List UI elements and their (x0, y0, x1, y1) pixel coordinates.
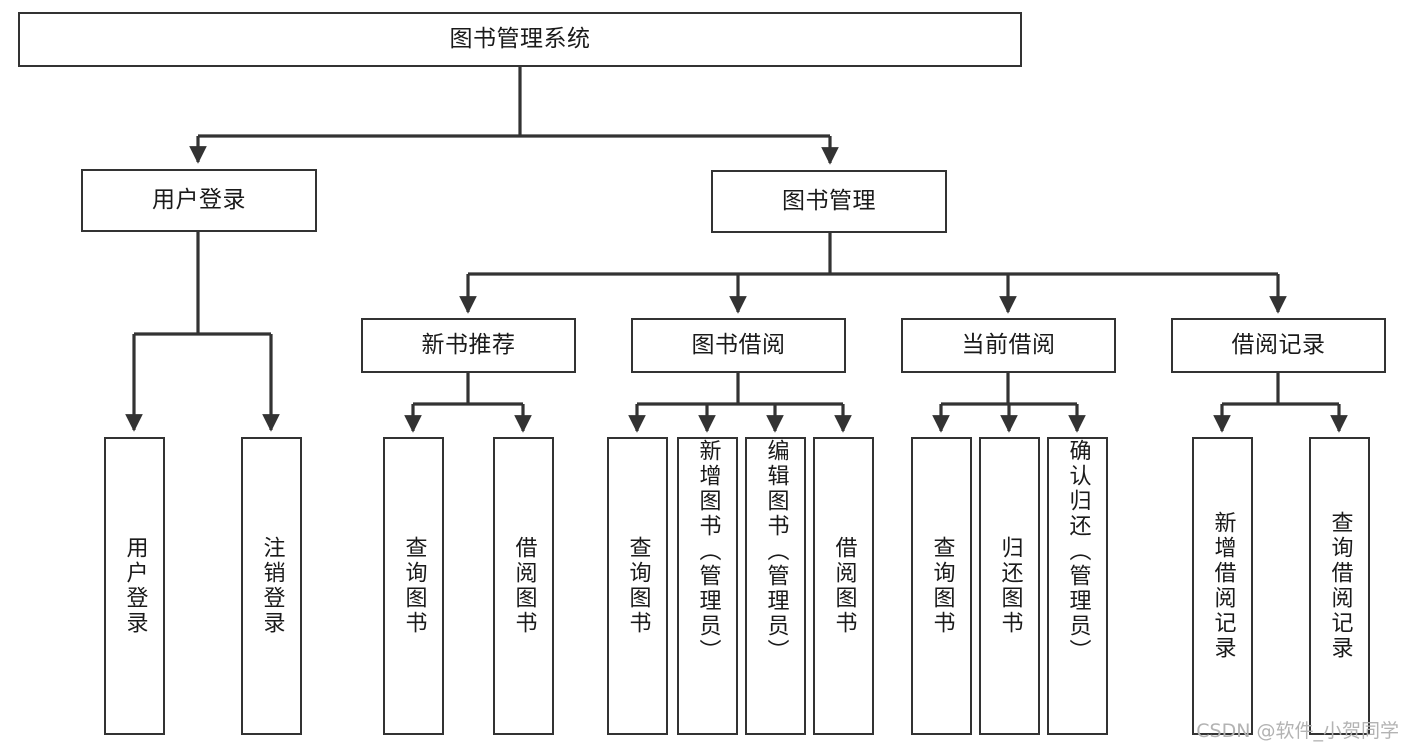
leaf-add-book-label: 新增图书（管理员） (695, 439, 721, 664)
leaf-user-login-label: 用户登录 (122, 536, 148, 636)
node-new-book-recommend[interactable]: 新书推荐 (361, 318, 576, 373)
leaf-add-record-label: 新增借阅记录 (1210, 511, 1236, 661)
leaf-query-book-1[interactable]: 查询图书 (383, 437, 444, 735)
leaf-confirm-return-label: 确认归还（管理员） (1065, 439, 1091, 664)
leaf-edit-book-label: 编辑图书（管理员） (763, 439, 789, 664)
leaf-query-book-3[interactable]: 查询图书 (911, 437, 972, 735)
leaf-confirm-return[interactable]: 确认归还（管理员） (1047, 437, 1108, 735)
node-book-borrow-label: 图书借阅 (691, 331, 786, 358)
node-book-management-label: 图书管理 (782, 187, 876, 214)
node-book-management[interactable]: 图书管理 (711, 170, 947, 233)
leaf-query-book-2-label: 查询图书 (625, 536, 651, 636)
leaf-query-record-label: 查询借阅记录 (1327, 511, 1353, 661)
leaf-borrow-book-2-label: 借阅图书 (831, 536, 857, 636)
leaf-logout-label: 注销登录 (259, 536, 285, 636)
leaf-borrow-book-2[interactable]: 借阅图书 (813, 437, 874, 735)
leaf-add-book[interactable]: 新增图书（管理员） (677, 437, 738, 735)
node-user-login[interactable]: 用户登录 (81, 169, 317, 232)
leaf-borrow-book-1[interactable]: 借阅图书 (493, 437, 554, 735)
leaf-borrow-book-1-label: 借阅图书 (511, 536, 537, 636)
node-current-borrow-label: 当前借阅 (961, 331, 1056, 358)
leaf-add-record[interactable]: 新增借阅记录 (1192, 437, 1253, 735)
leaf-query-book-2[interactable]: 查询图书 (607, 437, 668, 735)
leaf-edit-book[interactable]: 编辑图书（管理员） (745, 437, 806, 735)
node-borrow-record[interactable]: 借阅记录 (1171, 318, 1386, 373)
leaf-logout[interactable]: 注销登录 (241, 437, 302, 735)
node-borrow-record-label: 借阅记录 (1231, 331, 1326, 358)
node-user-login-label: 用户登录 (152, 186, 246, 213)
node-root-system[interactable]: 图书管理系统 (18, 12, 1022, 67)
node-book-borrow[interactable]: 图书借阅 (631, 318, 846, 373)
leaf-user-login[interactable]: 用户登录 (104, 437, 165, 735)
leaf-return-book[interactable]: 归还图书 (979, 437, 1040, 735)
leaf-query-book-1-label: 查询图书 (401, 536, 427, 636)
leaf-query-book-3-label: 查询图书 (929, 536, 955, 636)
node-root-system-label: 图书管理系统 (449, 25, 591, 52)
node-current-borrow[interactable]: 当前借阅 (901, 318, 1116, 373)
leaf-query-record[interactable]: 查询借阅记录 (1309, 437, 1370, 735)
node-new-book-recommend-label: 新书推荐 (421, 331, 516, 358)
leaf-return-book-label: 归还图书 (997, 536, 1023, 636)
